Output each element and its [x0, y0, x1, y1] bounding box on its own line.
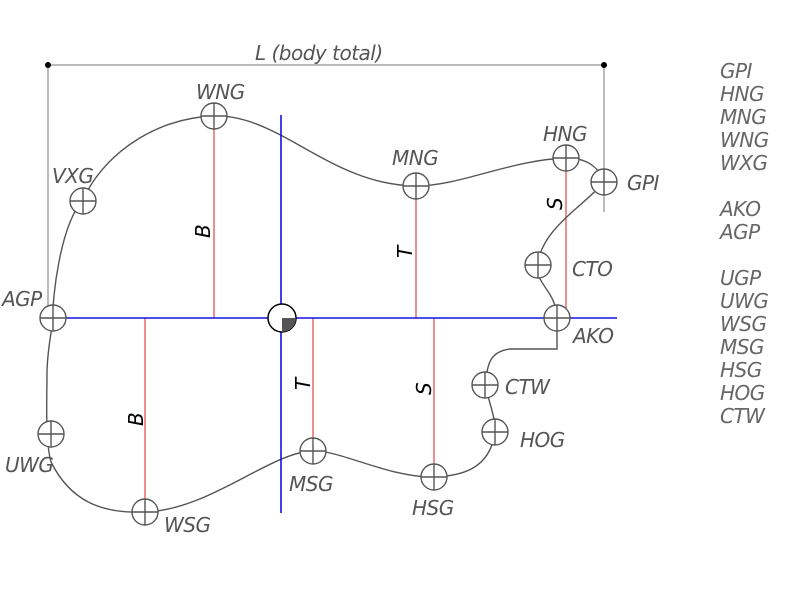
- legend-item: AKO: [720, 197, 761, 221]
- dim-b-lower: B: [124, 412, 148, 426]
- marker-wsg: [131, 498, 159, 526]
- marker-wng: [200, 102, 228, 130]
- marker-hng: [552, 144, 580, 172]
- legend-item: HNG: [720, 82, 764, 106]
- marker-uwg: [37, 420, 65, 448]
- legend-item: AGP: [720, 220, 760, 244]
- label-ctw: CTW: [505, 375, 551, 399]
- label-mng: MNG: [392, 146, 438, 170]
- dim-t-lower: T: [291, 376, 315, 390]
- legend-item: MSG: [720, 335, 764, 359]
- legend-item: CTW: [720, 404, 765, 428]
- marker-agp: [39, 304, 67, 332]
- center-of-gravity-icon: [267, 303, 297, 333]
- point-markers: [37, 102, 618, 526]
- label-ako: AKO: [571, 324, 614, 348]
- label-uwg: UWG: [5, 453, 53, 477]
- legend-item: WNG: [720, 128, 769, 152]
- marker-hog: [481, 418, 509, 446]
- dimension-labels: B T S B T S: [124, 197, 567, 426]
- marker-ako: [543, 304, 571, 332]
- label-wng: WNG: [196, 80, 245, 104]
- legend-item: WXG: [720, 151, 768, 175]
- legend: GPI HNG MNG WNG WXG AKO AGP UGP UWG WSG …: [720, 60, 769, 428]
- marker-vxg: [69, 187, 97, 215]
- label-cto: CTO: [572, 257, 612, 281]
- legend-spacer: [720, 175, 769, 198]
- label-hog: HOG: [520, 428, 565, 452]
- dim-s-lower: S: [412, 382, 436, 395]
- marker-mng: [402, 172, 430, 200]
- point-labels: WNG VXG MNG HNG GPI CTO AGP AKO CTW HOG …: [0, 80, 660, 537]
- legend-item: HSG: [720, 358, 762, 382]
- dim-s-upper: S: [543, 197, 567, 210]
- measure-lines: [144, 116, 567, 512]
- label-gpi: GPI: [627, 171, 660, 195]
- label-agp: AGP: [0, 287, 43, 311]
- marker-gpi: [590, 168, 618, 196]
- legend-item: GPI: [720, 59, 752, 83]
- legend-spacer: [720, 244, 769, 267]
- marker-cto: [524, 251, 552, 279]
- legend-item: UWG: [720, 289, 769, 313]
- label-hsg: HSG: [412, 496, 454, 520]
- body-outline: [45, 115, 605, 513]
- marker-hsg: [420, 463, 448, 491]
- length-label: L (body total): [255, 41, 383, 65]
- marker-msg: [299, 437, 327, 465]
- label-vxg: VXG: [52, 164, 93, 188]
- legend-item: HOG: [720, 381, 765, 405]
- dim-t-upper: T: [393, 244, 417, 258]
- label-hng: HNG: [543, 122, 587, 146]
- legend-item: WSG: [720, 312, 767, 336]
- legend-item: MNG: [720, 105, 767, 129]
- dim-b-upper: B: [191, 224, 215, 238]
- legend-item: UGP: [720, 266, 761, 290]
- length-dimension: L (body total): [45, 41, 607, 318]
- label-wsg: WSG: [164, 513, 210, 537]
- label-msg: MSG: [289, 472, 333, 496]
- marker-ctw: [471, 371, 499, 399]
